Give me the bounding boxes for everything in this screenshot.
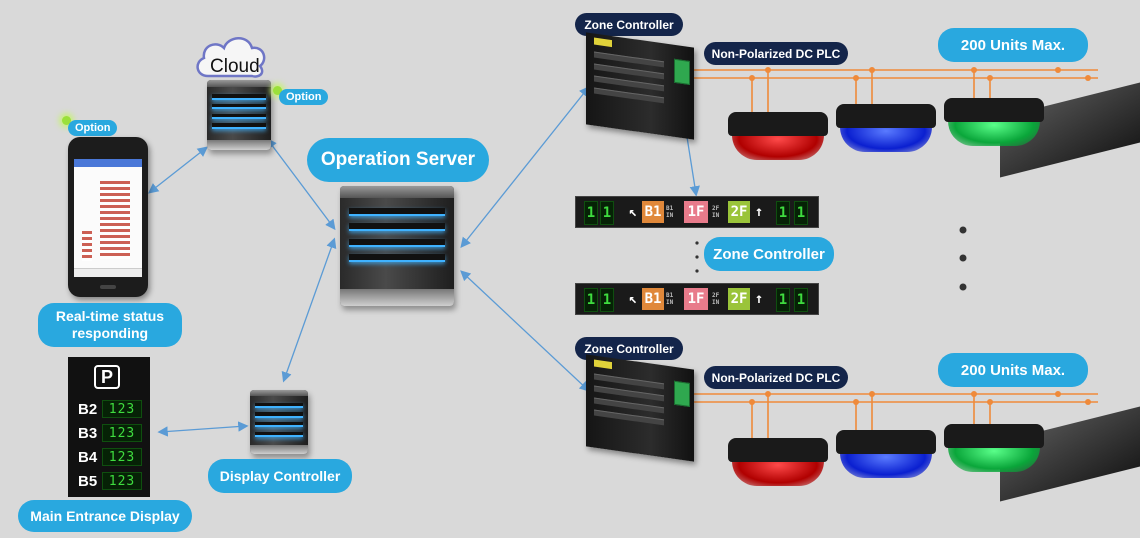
operation-server xyxy=(340,186,454,306)
zone-controller-top-label: Zone Controller xyxy=(575,13,683,36)
phone-screen xyxy=(74,159,142,277)
indicator-blue-top xyxy=(836,104,936,152)
zone-controller-bottom-device xyxy=(586,354,694,462)
floor-row: B4 123 xyxy=(78,447,142,467)
cloud-option-badge: Option xyxy=(279,89,329,105)
count-digit: 1 xyxy=(776,288,790,312)
display-controller-label: Display Controller xyxy=(208,459,352,493)
indicator-red-bottom xyxy=(728,438,828,486)
floor-count: 123 xyxy=(102,472,142,490)
floor-count: 123 xyxy=(102,400,142,418)
indicator-red-top xyxy=(728,112,828,160)
1f-label: 1F xyxy=(684,288,708,310)
floor-label: B2 xyxy=(78,400,98,418)
count-digit: 1 xyxy=(584,201,598,225)
count-digit: 1 xyxy=(600,288,614,312)
indicator-green-bottom xyxy=(944,424,1044,472)
1f-label: 1F xyxy=(684,201,708,223)
count-digit: 1 xyxy=(794,201,808,225)
link-phone-cloud xyxy=(147,146,209,194)
zone-controller-middle-label: Zone Controller xyxy=(704,237,834,271)
2f-label: 2F xyxy=(728,288,750,310)
floor-count: 123 xyxy=(102,424,142,442)
floor-label: B4 xyxy=(78,448,98,466)
count-digit: 1 xyxy=(584,288,598,312)
parking-p-icon: P xyxy=(94,365,120,389)
floor-row: B3 123 xyxy=(78,423,142,443)
cloud-label: Cloud xyxy=(210,56,260,77)
link-server-display-controller xyxy=(281,237,337,383)
b1-label: B1 xyxy=(642,201,664,223)
b1-in-label: B1 IN xyxy=(666,205,674,219)
count-digit: 1 xyxy=(600,201,614,225)
smartphone xyxy=(68,137,148,297)
phone-caption: Real-time status responding xyxy=(38,303,182,347)
main-entrance-sign: P B2 123 B3 123 B4 123 B5 123 xyxy=(68,357,150,497)
plc-top-label: Non-Polarized DC PLC xyxy=(704,42,848,65)
floor-count: 123 xyxy=(102,448,142,466)
link-cloud-server xyxy=(266,137,336,231)
b1-label: B1 xyxy=(642,288,664,310)
operation-server-label: Operation Server xyxy=(307,138,489,182)
zone-display-strip-top: 1 1 ↖ B1 B1 IN 1F 2F IN 2F ↑ 1 1 xyxy=(575,196,819,228)
2f-in-label: 2F IN xyxy=(712,292,720,306)
link-server-zone-bottom xyxy=(460,270,590,392)
indicator-blue-bottom xyxy=(836,430,936,478)
display-controller-server xyxy=(250,390,308,454)
count-digit: 1 xyxy=(794,288,808,312)
2f-in-label: 2F IN xyxy=(712,205,720,219)
plc-bottom-label: Non-Polarized DC PLC xyxy=(704,366,848,389)
arrow-up-icon: ↑ xyxy=(754,291,764,307)
indicator-green-top xyxy=(944,98,1044,146)
count-digit: 1 xyxy=(776,201,790,225)
floor-label: B3 xyxy=(78,424,98,442)
units-top-label: 200 Units Max. xyxy=(938,28,1088,62)
floor-row: B2 123 xyxy=(78,399,142,419)
units-bottom-label: 200 Units Max. xyxy=(938,353,1088,387)
option-highlight-icon xyxy=(62,116,71,125)
arrow-up-icon: ↑ xyxy=(754,204,764,220)
cloud-server xyxy=(207,80,271,150)
zone-controller-top-device xyxy=(586,32,694,140)
floor-label: B5 xyxy=(78,472,98,490)
link-server-zone-top xyxy=(460,85,590,249)
main-entrance-label: Main Entrance Display xyxy=(18,500,192,532)
zone-display-strip-bottom: 1 1 ↖ B1 B1 IN 1F 2F IN 2F ↑ 1 1 xyxy=(575,283,819,315)
link-display-controller-entrance xyxy=(157,421,249,437)
floor-row: B5 123 xyxy=(78,471,142,491)
2f-label: 2F xyxy=(728,201,750,223)
zone-controller-bottom-label: Zone Controller xyxy=(575,337,683,360)
cloud-icon xyxy=(196,37,266,78)
arrow-upleft-icon: ↖ xyxy=(628,291,638,307)
arrow-upleft-icon: ↖ xyxy=(628,204,638,220)
phone-option-badge: Option xyxy=(68,120,118,136)
option-highlight-icon xyxy=(273,86,282,95)
b1-in-label: B1 IN xyxy=(666,292,674,306)
